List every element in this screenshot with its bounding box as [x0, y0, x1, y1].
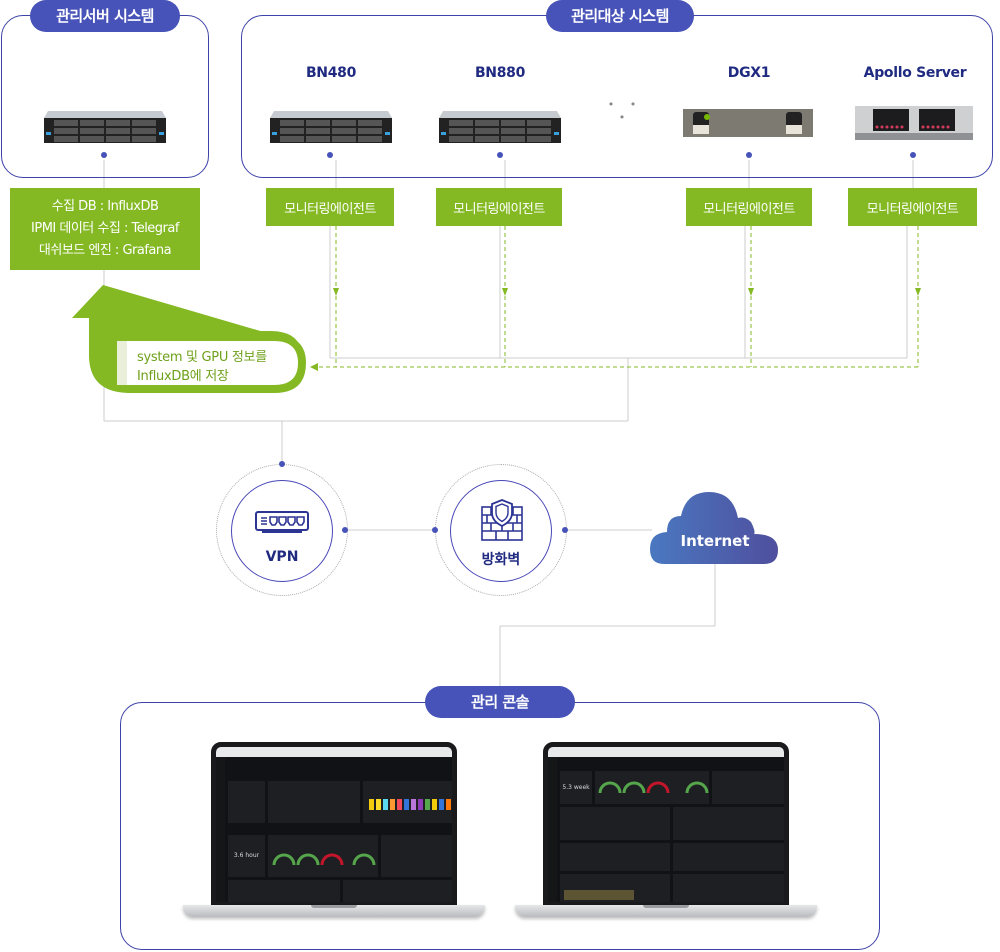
managed-systems-title: 관리대상 시스템	[546, 0, 694, 32]
firewall-shield-icon	[481, 499, 523, 541]
dashboard-panel	[560, 807, 670, 840]
agent-bn880: 모니터링에이전트	[436, 188, 562, 226]
laptop-base	[183, 905, 485, 917]
bn880-server-image	[439, 111, 561, 143]
laptop-dashboard-2: 5.3 week	[515, 742, 817, 917]
gauge-row	[598, 781, 709, 794]
browser-bar	[216, 747, 452, 757]
connection-dot	[101, 152, 107, 158]
dashboard-panel	[673, 874, 784, 902]
internet-label: Internet	[680, 532, 750, 550]
dashboard-panel	[560, 843, 670, 871]
dashboard-sidebar	[216, 757, 225, 902]
management-server-info: 수집 DB : InfluxDB IPMI 데이터 수집 : Telegraf …	[10, 188, 200, 270]
connection-dot	[432, 527, 438, 533]
server-name-bn480: BN480	[305, 65, 357, 81]
storage-caption-line1: system 및 GPU 정보를	[137, 350, 267, 365]
uptime-panel: 3.6 hour	[228, 835, 265, 877]
info-line-ipmi: IPMI 데이터 수집 : Telegraf	[31, 221, 179, 236]
apollo-server-image	[855, 106, 973, 140]
dashboard-panel	[268, 781, 360, 823]
server-name-bn880: BN880	[474, 65, 526, 81]
dgx1-server-image	[683, 109, 813, 137]
dashboard-panel	[712, 771, 784, 804]
storage-caption-line2: InfluxDB에 저장	[137, 369, 229, 384]
laptop-base	[515, 905, 817, 917]
uptime-panel: 5.3 week	[560, 771, 592, 804]
agent-bn480: 모니터링에이전트	[266, 188, 394, 226]
internet-cloud-icon	[650, 492, 778, 564]
agent-apollo: 모니터링에이전트	[848, 188, 977, 226]
laptop-screen: 5.3 week	[543, 742, 789, 907]
dashboard-sidebar	[548, 757, 557, 902]
bn480-server-image	[270, 111, 392, 143]
dashboard-panel	[673, 843, 784, 871]
connection-dot	[342, 527, 348, 533]
connection-dot	[279, 461, 285, 467]
connection-dot	[327, 152, 333, 158]
dashboard-panel	[560, 874, 670, 902]
more-servers-ellipsis: • • •	[607, 98, 643, 124]
info-line-dashboard: 대쉬보드 엔진 : Grafana	[38, 243, 172, 258]
store-to-influxdb-arrow	[72, 285, 306, 393]
laptop-screen: 3.6 hour	[211, 742, 457, 907]
dashboard-panel	[673, 807, 784, 840]
management-server-image	[44, 111, 166, 143]
connection-dot	[746, 152, 752, 158]
connection-dot	[910, 152, 916, 158]
info-line-db: 수집 DB : InfluxDB	[51, 199, 159, 214]
connection-dot	[497, 152, 503, 158]
laptop-dashboard-1: 3.6 hour	[183, 742, 485, 917]
dashboard-panel	[228, 781, 265, 823]
laptop-notch	[311, 905, 357, 908]
vpn-node: VPN	[231, 480, 333, 582]
dashboard-panel	[381, 835, 452, 877]
gauge-panel	[268, 835, 378, 877]
dashboard-panel	[228, 880, 340, 902]
vpn-label: VPN	[265, 549, 299, 565]
management-console-title: 관리 콘솔	[425, 686, 575, 718]
agent-dgx1: 모니터링에이전트	[686, 188, 812, 226]
dashboard-panel	[363, 781, 452, 823]
dashboard-panel	[343, 880, 452, 902]
gauge-panel	[595, 771, 709, 804]
server-name-dgx1: DGX1	[727, 65, 771, 81]
uptime-value: 3.6 hour	[233, 852, 260, 859]
managed-systems-group	[241, 15, 993, 178]
management-server-title: 관리서버 시스템	[30, 0, 180, 32]
uptime-value: 5.3 week	[562, 784, 590, 791]
firewall-node: 방화벽	[450, 480, 552, 582]
vpn-router-icon	[255, 511, 309, 533]
gauge-row	[272, 853, 376, 866]
gpu-bar-mini-chart	[369, 799, 451, 810]
storage-caption: system 및 GPU 정보를 InfluxDB에 저장	[137, 348, 267, 386]
server-name-apollo: Apollo Server	[863, 65, 967, 81]
firewall-label: 방화벽	[481, 552, 521, 568]
browser-bar	[548, 747, 784, 757]
connection-dot	[562, 527, 568, 533]
laptop-notch	[643, 905, 689, 908]
